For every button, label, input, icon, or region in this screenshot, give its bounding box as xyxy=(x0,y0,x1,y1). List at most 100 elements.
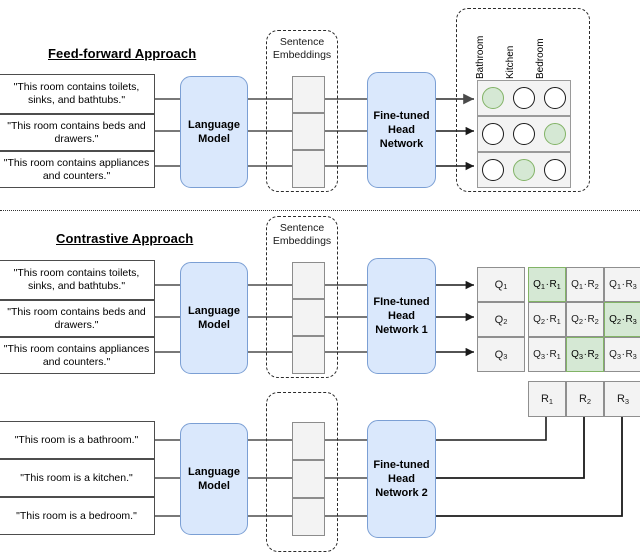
cell-q1r1-rs: 1 xyxy=(556,282,561,291)
cell-q3r3-q: Q xyxy=(609,349,617,360)
feedforward-section-title: Feed-forward Approach xyxy=(48,46,197,61)
cell-q1r2-dot: · xyxy=(583,279,587,290)
contrastive-reference-sentence-1: "This room is a bathroom." xyxy=(0,421,155,459)
cell-q3r3-rs: 3 xyxy=(632,352,637,361)
prediction-circle-kitchen-r3 xyxy=(512,159,535,181)
contrastive-head-network-1: FIne-tuned Head Network 1 xyxy=(367,258,436,374)
q1-sub: 1 xyxy=(503,282,508,291)
cell-q2r1-r: R xyxy=(549,314,557,325)
output-column-label-bedroom: Bedroom xyxy=(535,38,546,79)
q3-label: Q xyxy=(494,348,504,361)
contrastive-embeddings-caption-line2: Embeddings xyxy=(272,234,332,247)
contrastive-reference-embedding-cell-1 xyxy=(292,422,325,460)
feedforward-sentence-embeddings-group: Sentence Embeddings xyxy=(266,30,338,192)
output-column-label-bathroom: Bathroom xyxy=(475,35,486,79)
head2-line2: Head xyxy=(388,472,415,485)
contrastive-query-embedding-cell-3 xyxy=(292,336,325,374)
cell-q3r1-qs: 3 xyxy=(540,352,546,361)
contrastive-query-sentence-1: "This room contains toilets, sinks, and … xyxy=(0,260,155,300)
cell-q2r2-qs: 2 xyxy=(578,317,584,326)
q2-sub: 2 xyxy=(503,317,508,326)
cell-q3r3-qs: 3 xyxy=(616,352,622,361)
feedforward-head-line3: Network xyxy=(379,138,424,151)
cell-q2r3-q: Q xyxy=(609,314,617,325)
cell-q2r1-qs: 2 xyxy=(540,317,546,326)
cell-q3r3-dot: · xyxy=(621,349,625,360)
contrastive-query-lm-line2: Model xyxy=(198,319,230,331)
cell-q3r1-dot: · xyxy=(545,349,549,360)
cell-q3r2-r: R xyxy=(587,349,595,360)
head1-line1: FIne-tuned xyxy=(373,295,430,308)
contrastive-query-lm-line1: Language xyxy=(188,304,240,317)
section-divider xyxy=(0,210,640,211)
cell-q2r3-rs: 3 xyxy=(632,317,637,326)
cell-q3r1-r: R xyxy=(549,349,557,360)
feedforward-head-network: Fine-tuned Head Network xyxy=(367,72,436,188)
contrastive-ref-lm-line2: Model xyxy=(198,480,230,492)
cell-q2r2-rs: 2 xyxy=(594,317,599,326)
cell-q3r1-rs: 1 xyxy=(556,352,561,361)
q3-sub: 3 xyxy=(503,352,508,361)
head2-line1: Fine-tuned xyxy=(373,458,430,471)
contrastive-reference-embedding-cell-3 xyxy=(292,498,325,536)
cell-q2r2-q: Q xyxy=(571,314,579,325)
contrastive-ref-lm-line1: Language xyxy=(188,465,240,478)
prediction-row-1 xyxy=(477,80,571,116)
contrastive-reference-sentence-2: "This room is a kitchen." xyxy=(0,459,155,497)
cell-q2r3-dot: · xyxy=(621,314,625,325)
cell-q3r2-rs: 2 xyxy=(594,352,599,361)
prediction-circle-kitchen-r2 xyxy=(512,123,535,145)
feedforward-embedding-cell-3 xyxy=(292,150,325,188)
cell-q1r1-q: Q xyxy=(533,279,541,290)
contrastive-query-embeddings-group: Sentence Embeddings xyxy=(266,216,338,378)
prediction-circle-bedroom-r1 xyxy=(543,87,566,109)
head1-line2: Head xyxy=(388,309,415,322)
contrastive-reference-sentence-3: "This room is a bedroom." xyxy=(0,497,155,535)
cell-q2r1-q: Q xyxy=(533,314,541,325)
cell-q3r2-q: Q xyxy=(571,349,579,360)
cell-q3r3-r: R xyxy=(625,349,633,360)
cell-q1r1-r: R xyxy=(549,279,557,290)
embeddings-caption-line1: Sentence xyxy=(279,36,325,48)
cell-q1r2-qs: 1 xyxy=(578,282,584,291)
prediction-row-2 xyxy=(477,116,571,152)
cell-q1r3-dot: · xyxy=(621,279,625,290)
cell-q2r1-dot: · xyxy=(545,314,549,325)
cell-q2r1-rs: 1 xyxy=(556,317,561,326)
prediction-circle-bathroom-r2 xyxy=(482,123,505,145)
cell-q3r1-q: Q xyxy=(533,349,541,360)
cell-q2r3-qs: 2 xyxy=(616,317,622,326)
cell-q1r3-rs: 3 xyxy=(632,282,637,291)
feedforward-head-line2: Head xyxy=(388,123,415,136)
q2-label: Q xyxy=(494,313,504,326)
feedforward-embeddings-caption: Sentence Embeddings xyxy=(267,36,337,61)
output-column-label-kitchen: Kitchen xyxy=(505,45,516,79)
head2-line3: Network 2 xyxy=(375,487,428,500)
cell-q1r3-qs: 1 xyxy=(616,282,622,291)
r1-sub: 1 xyxy=(548,396,554,406)
prediction-circle-bathroom-r1 xyxy=(482,87,505,109)
contrastive-reference-embedding-cell-2 xyxy=(292,460,325,498)
feedforward-input-sentence-2: "This room contains beds and drawers." xyxy=(0,114,155,151)
cell-q1r3-q: Q xyxy=(609,279,617,290)
contrastive-head-network-2: Fine-tuned Head Network 2 xyxy=(367,420,436,538)
feedforward-language-model: Language Model xyxy=(180,76,248,188)
feedforward-head-line1: Fine-tuned xyxy=(373,109,430,122)
prediction-circle-bedroom-r3 xyxy=(543,159,566,181)
r3-label: R xyxy=(616,393,625,405)
prediction-circle-kitchen-r1 xyxy=(512,87,535,109)
r3-sub: 3 xyxy=(624,396,630,406)
feedforward-input-sentence-1: "This room contains toilets, sinks, and … xyxy=(0,74,155,114)
feedforward-input-sentence-3: "This room contains appliances and count… xyxy=(0,151,155,188)
